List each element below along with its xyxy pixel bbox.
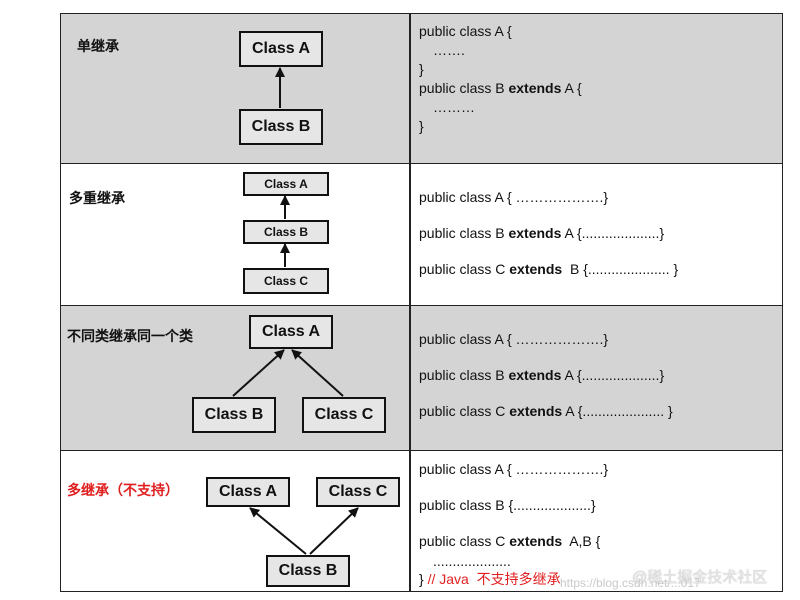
code-line: public class C extends B {..............… [419, 261, 679, 277]
code-block: public class A { ……. } public class B ex… [419, 22, 774, 162]
java-comment: // Java 不支持多继承 [423, 571, 561, 587]
code-block: public class A { ……………….} public class B… [419, 460, 774, 590]
keyword-extends: extends [508, 225, 562, 241]
keyword-extends: extends [508, 80, 562, 96]
code-line: ……… [433, 99, 475, 115]
row-multiple-inheritance: 多继承（不支持） Class A Class C Class B public … [60, 450, 783, 592]
row-label: 单继承 [77, 38, 119, 54]
class-box: Class A [243, 172, 329, 196]
class-box: Class A [206, 477, 290, 507]
code-line: } [419, 61, 424, 77]
keyword-extends: extends [508, 367, 562, 383]
column-divider [409, 14, 411, 163]
keyword-extends: extends [509, 403, 563, 419]
code-line: public class C extends A,B { [419, 533, 601, 549]
row-single-inheritance: 单继承 Class A Class B public class A { …….… [60, 13, 783, 164]
keyword-extends: extends [509, 261, 563, 277]
row-label: 不同类继承同一个类 [67, 328, 193, 344]
code-line: public class B extends A {..............… [419, 367, 665, 383]
class-box: Class C [302, 397, 386, 433]
code-block: public class A { ……………….} public class B… [419, 188, 774, 298]
code-block: public class A { ……………….} public class B… [419, 330, 774, 440]
class-box: Class A [239, 31, 323, 67]
row-label: 多重继承 [69, 190, 125, 206]
class-box: Class B [192, 397, 276, 433]
row-label: 多继承（不支持） [67, 482, 179, 498]
class-box: Class B [239, 109, 323, 145]
code-line: } // Java 不支持多继承 [419, 571, 561, 587]
code-line: public class A { ……………….} [419, 331, 609, 347]
code-line: public class A { ……………….} [419, 189, 609, 205]
class-box: Class A [249, 315, 333, 349]
column-divider [409, 164, 411, 305]
row-hierarchical-inheritance: 不同类继承同一个类 Class A Class B Class C public… [60, 305, 783, 451]
class-box: Class C [243, 268, 329, 294]
class-box: Class C [316, 477, 400, 507]
class-box: Class B [266, 555, 350, 587]
code-line: } [419, 118, 424, 134]
code-line: ……. [433, 42, 465, 58]
code-line: .................... [433, 553, 511, 569]
row-multilevel-inheritance: 多重继承 Class A Class B Class C public clas… [60, 163, 783, 306]
code-line: public class B {....................} [419, 497, 596, 513]
class-box: Class B [243, 220, 329, 244]
code-line: public class C extends A {..............… [419, 403, 673, 419]
code-line: public class B extends A {..............… [419, 225, 665, 241]
keyword-extends: extends [509, 533, 563, 549]
watermark-blog-url: https://blog.csdn.net/...017 [560, 576, 701, 590]
watermark-site: @稀土掘金技术社区 [632, 569, 768, 586]
column-divider [409, 306, 411, 450]
code-line: public class A { [419, 23, 512, 39]
code-line: public class A { ……………….} [419, 461, 609, 477]
column-divider [409, 451, 411, 591]
code-line: public class B extends A { [419, 80, 582, 96]
